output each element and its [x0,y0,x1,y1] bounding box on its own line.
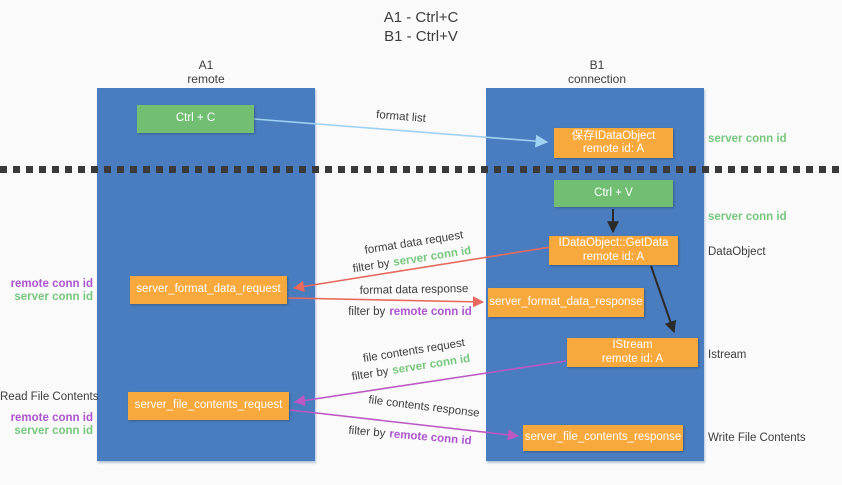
left-remote-conn-id-label-2: remote conn id [10,412,93,424]
right-server-conn-id-label-top: server conn id [708,133,787,145]
column-b1-role: connection [567,72,627,86]
istream-line2: remote id: A [601,352,664,365]
column-a1-role: remote [187,72,225,86]
diagram-title: A1 - Ctrl+C B1 - Ctrl+V [321,8,521,46]
idataobject-getdata-line1: IDataObject::GetData [558,237,669,249]
save-idataobject-box: 保存IDataObject remote id: A [554,128,673,158]
right-server-conn-id-label-mid: server conn id [708,211,787,223]
filter-by-text: filter by [347,424,386,440]
read-file-contents-label: Read File Contents [0,391,99,403]
save-idataobject-line1: 保存IDataObject [571,129,656,142]
column-b1-name: B1 [589,58,605,72]
dataobject-label: DataObject [708,246,766,258]
filter-by-text: filter by [348,306,386,318]
server-format-data-response-box: server_format_data_response [488,288,644,317]
save-idataobject-line2: remote id: A [582,143,645,155]
write-file-contents-label: Write File Contents [708,432,806,444]
idataobject-getdata-line2: remote id: A [582,250,645,263]
arrow-format-data-response [287,296,485,308]
filter-by-text: filter by [350,365,390,384]
title-line-b1: B1 - Ctrl+V [384,28,458,45]
istream-box: IStream remote id: A [567,338,698,367]
phase-separator-dotted-line [0,166,842,173]
ctrl-c-box: Ctrl + C [137,105,254,133]
column-b1-header: B1 connection [537,58,657,86]
istream-line1: IStream [612,339,653,351]
left-server-conn-id-label-2: server conn id [14,425,93,437]
format-data-response-label: format data response [359,283,469,297]
ctrl-c-label: Ctrl + C [175,112,216,125]
idataobject-getdata-box: IDataObject::GetData remote id: A [549,236,678,265]
title-line-a1: A1 - Ctrl+C [383,9,459,26]
server-file-contents-response-box: server_file_contents_response [523,425,683,451]
left-server-conn-id-label-1: server conn id [14,291,93,303]
server-format-data-request-box: server_format_data_request [130,276,287,304]
server-file-contents-request-box: server_file_contents_request [128,392,289,420]
server-file-contents-request-label: server_file_contents_request [134,399,283,412]
server-format-data-request-label: server_format_data_request [136,283,281,296]
remote-conn-id-text: remote conn id [389,306,472,318]
ctrl-v-box: Ctrl + V [554,180,673,207]
ctrl-v-label: Ctrl + V [594,186,633,199]
column-a1-header: A1 remote [146,58,266,86]
istream-side-label: Istream [708,349,747,361]
file-contents-response-label: file contents response [367,394,481,420]
column-a1-name: A1 [198,58,214,72]
server-format-data-response-label: server_format_data_response [489,295,643,308]
format-list-label: format list [375,109,427,125]
remote-conn-id-text: remote conn id [388,428,473,448]
server-file-contents-response-label: server_file_contents_response [524,431,682,444]
filter-by-text: filter by [351,257,391,276]
left-remote-conn-id-label-1: remote conn id [10,278,93,290]
